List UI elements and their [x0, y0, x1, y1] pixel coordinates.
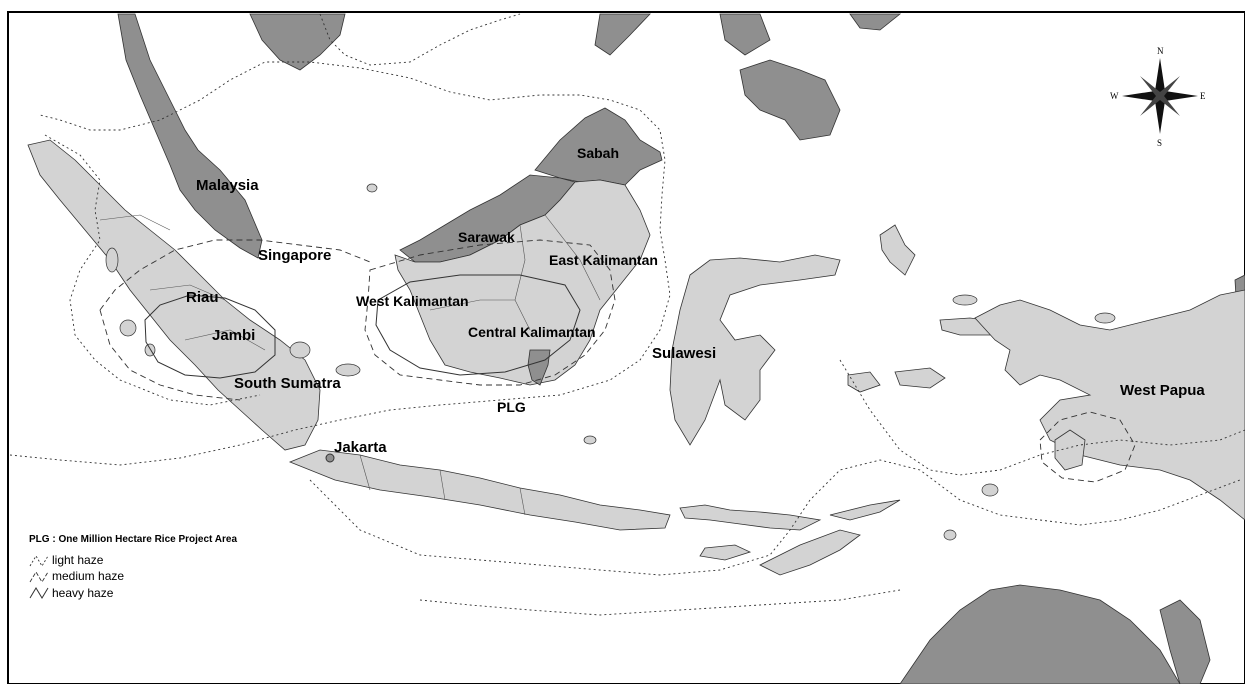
sumatra — [27, 139, 321, 451]
compass-e: E — [1200, 91, 1206, 101]
halmahera — [879, 224, 916, 276]
light-haze-contour-6 — [319, 13, 521, 66]
label-sabah: Sabah — [577, 145, 619, 161]
island — [1094, 312, 1116, 324]
label-west-kalimantan: West Kalimantan — [356, 293, 469, 309]
philippines-visayas — [719, 13, 771, 56]
island — [981, 483, 999, 497]
compass-sw — [1140, 96, 1160, 116]
label-plg: PLG — [497, 399, 526, 415]
indochina — [249, 13, 346, 71]
medium-haze-contour — [364, 239, 616, 386]
compass-south-arrow — [1155, 96, 1165, 134]
west-papua-land — [974, 289, 1245, 521]
philippines-north — [849, 13, 902, 31]
compass-s: S — [1157, 138, 1162, 148]
jakarta-marker — [325, 453, 335, 463]
aru-islands — [1054, 429, 1086, 471]
haze-contours — [9, 13, 1245, 616]
island — [119, 319, 137, 337]
compass-north-arrow — [1155, 58, 1165, 96]
legend: PLG : One Million Hectare Rice Project A… — [29, 534, 237, 600]
medium-haze-contour-3 — [99, 309, 241, 401]
light-haze-contour — [9, 61, 671, 466]
cape-york — [1159, 599, 1211, 684]
ambon-group — [894, 367, 946, 389]
island — [335, 363, 361, 377]
compass-w: W — [1110, 91, 1119, 101]
philippines-palawan — [594, 13, 651, 56]
philippines-mindanao — [739, 59, 841, 141]
province-boundaries — [99, 214, 601, 516]
label-south-sumatra: South Sumatra — [234, 375, 341, 392]
legend-item-light: light haze — [29, 553, 104, 567]
compass-nw — [1140, 76, 1160, 96]
label-central-kalimantan: Central Kalimantan — [468, 324, 596, 340]
legend-item-medium: medium haze — [29, 569, 124, 583]
label-sulawesi: Sulawesi — [652, 345, 716, 362]
indonesia-land — [27, 139, 1245, 576]
label-sarawak: Sarawak — [458, 229, 515, 245]
label-malaysia: Malaysia — [196, 177, 259, 194]
sulawesi-land — [669, 254, 841, 446]
island — [366, 183, 378, 193]
medium-haze-contour-2 — [99, 239, 371, 311]
light-haze-contour-2 — [44, 134, 261, 406]
light-haze-contour-4 — [419, 589, 901, 616]
sumba — [699, 544, 752, 561]
island — [105, 247, 119, 273]
compass-west-arrow — [1122, 91, 1160, 101]
compass-n: N — [1157, 46, 1164, 56]
flores-timor — [829, 499, 901, 521]
label-west-papua: West Papua — [1120, 382, 1205, 399]
legend-label-medium: medium haze — [52, 569, 124, 583]
timor — [759, 529, 861, 576]
compass-rose: N S E W — [1110, 46, 1206, 148]
kalimantan — [394, 179, 651, 386]
label-east-kalimantan: East Kalimantan — [549, 252, 658, 268]
legend-label-heavy: heavy haze — [52, 586, 114, 600]
heavy-haze-contour-sumatra — [144, 294, 276, 379]
label-singapore: Singapore — [258, 247, 331, 264]
compass-east-arrow — [1160, 91, 1198, 101]
australia — [899, 584, 1181, 684]
light-haze-contour-3 — [309, 459, 1241, 576]
map-labels: Malaysia Singapore Riau Jambi South Suma… — [186, 145, 1205, 456]
legend-title: PLG : One Million Hectare Rice Project A… — [29, 534, 237, 545]
medium-haze-contour-papua — [1039, 411, 1136, 483]
legend-item-heavy: heavy haze — [29, 586, 114, 600]
legend-swatch-heavy — [29, 587, 49, 599]
malay-peninsula — [117, 13, 263, 259]
compass-se — [1160, 96, 1180, 116]
other-land — [117, 13, 1245, 684]
legend-swatch-light — [29, 555, 49, 567]
island — [583, 435, 597, 445]
compass-ne — [1160, 76, 1180, 96]
small-islands — [105, 183, 1116, 541]
label-riau: Riau — [186, 289, 219, 306]
light-haze-contour-5 — [839, 359, 1245, 476]
bali-lombok — [679, 504, 822, 531]
label-jakarta: Jakarta — [334, 439, 387, 456]
heavy-haze-contour-kalimantan — [375, 274, 581, 376]
legend-label-light: light haze — [52, 553, 104, 567]
island — [289, 341, 311, 359]
label-jambi: Jambi — [212, 327, 255, 344]
java — [288, 449, 671, 531]
island — [943, 529, 957, 541]
island — [952, 294, 978, 306]
